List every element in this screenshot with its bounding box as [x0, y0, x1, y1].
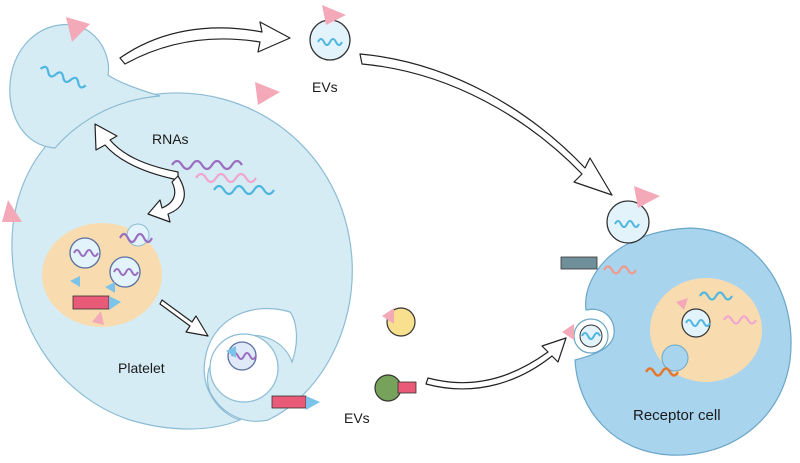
label-evs-bottom: EVs: [344, 410, 370, 426]
receptor-vesicle-orange: [644, 344, 689, 377]
label-receptor-cell: Receptor cell: [633, 407, 721, 424]
platelet-vesicle-1: [69, 237, 101, 269]
receptor-rna-pink-nucleus: [723, 315, 757, 325]
ev-yellow: [382, 307, 416, 337]
platelet-receptor-triangle: [109, 296, 121, 310]
platelet-vesicle-2: [109, 256, 141, 288]
platelet-triangle-left: [2, 200, 22, 222]
platelet-triangle-pink-1: [92, 311, 104, 325]
arrow-rnas-to-nucleus: [147, 175, 185, 223]
free-receptor: [271, 395, 320, 410]
arrow-rnas-to-bud: [94, 123, 179, 181]
platelet-receptor-pink: [72, 295, 110, 310]
rnas-cluster: [171, 159, 275, 196]
receptor-gray-rect: [560, 256, 598, 270]
receptor-rna-blue-nucleus: [699, 291, 733, 301]
label-platelet: Platelet: [118, 360, 165, 376]
platelet-triangle-blue-2: [105, 282, 115, 293]
bud-rna: [39, 65, 87, 89]
arrow-nucleus-to-notch: [159, 299, 209, 337]
platelet-triangle-top: [66, 17, 90, 42]
arrow-bottom-evs-to-receptor: [425, 337, 567, 390]
label-rnas: RNAs: [152, 131, 189, 147]
receptor-entering-vesicle: [562, 318, 609, 354]
platelet-triangle-blue-1: [70, 276, 80, 287]
receptor-ev-top: [606, 186, 660, 244]
label-evs-top: EVs: [312, 79, 338, 95]
receptor-rna-salmon: [603, 265, 637, 275]
ev-top: [309, 5, 351, 61]
platelet-cell: [9, 24, 353, 430]
receptor-nucleus-vesicle: [676, 298, 711, 338]
platelet-triangle-right: [255, 82, 280, 105]
arrow-evs-to-receptor: [359, 53, 613, 196]
ev-green: [374, 374, 417, 402]
notch-vesicle: [226, 341, 257, 371]
platelet-vesicle-3: [119, 223, 153, 247]
arrow-bud-to-evs: [119, 21, 291, 65]
